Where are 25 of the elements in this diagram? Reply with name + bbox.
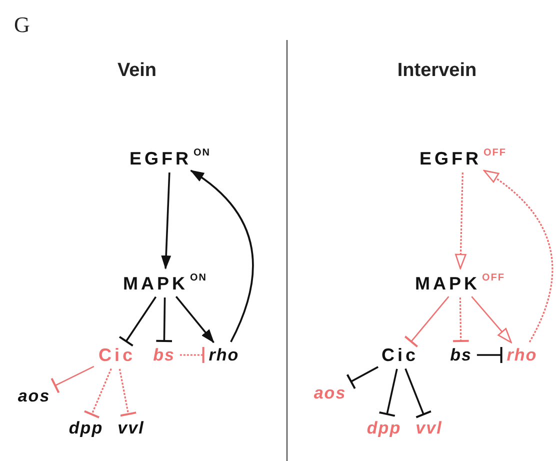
activation-arrow bbox=[483, 170, 554, 342]
protein-label: MAPK$^{ON}$ bbox=[122, 272, 208, 294]
panel-heading: Vein bbox=[117, 60, 157, 82]
gene-label: vvl bbox=[414, 418, 444, 438]
protein-label: MAPK$^{OFF}$ bbox=[414, 272, 506, 294]
protein-label: Cic bbox=[380, 345, 420, 365]
activation-arrow bbox=[161, 172, 172, 270]
gene-label: bs bbox=[152, 346, 176, 364]
gene-label: rho bbox=[208, 346, 240, 364]
panel-letter: G bbox=[14, 12, 30, 38]
activation-arrow bbox=[175, 296, 214, 344]
gene-label: vvl bbox=[116, 418, 146, 438]
protein-label: EGFR$^{OFF}$ bbox=[418, 148, 508, 168]
activation-arrow bbox=[455, 172, 466, 270]
panel-heading: Intervein bbox=[397, 60, 477, 82]
protein-label: EGFR$^{ON}$ bbox=[128, 148, 212, 168]
gene-label: rho bbox=[506, 346, 538, 364]
gene-label: dpp bbox=[68, 418, 104, 438]
protein-label: Cic bbox=[98, 345, 136, 365]
gene-label: aos bbox=[312, 384, 348, 402]
gene-label: bs bbox=[449, 346, 473, 364]
gene-label: dpp bbox=[366, 418, 402, 438]
activation-arrow bbox=[471, 296, 512, 344]
gene-label: aos bbox=[16, 386, 52, 406]
activation-arrow bbox=[190, 170, 254, 342]
